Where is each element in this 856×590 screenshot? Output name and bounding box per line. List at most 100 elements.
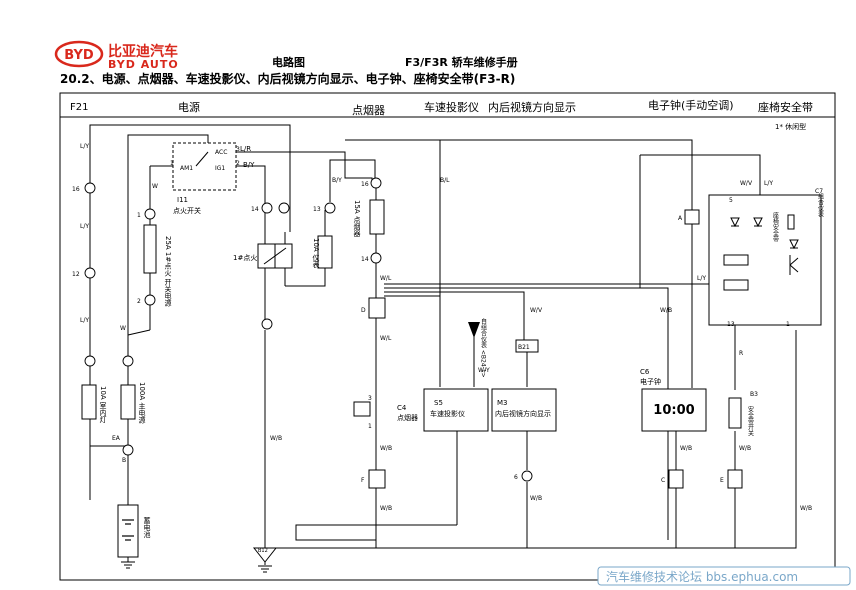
relay-name: 1#点火 [233,254,257,262]
wire-wb-6: W/B [680,445,692,452]
battery: 蓄电池 [117,475,151,569]
fuse-25a [143,224,157,274]
seatbelt-switch: B3 安全带开关 [728,391,758,437]
power-connectors: 16 12 1 2 14 13 EA 16 14 [72,177,382,456]
combo-id: C7 [815,188,823,195]
column-mirror: 内后视镜方向显示 [488,100,576,114]
fuse-10a-meter [317,235,333,269]
hud-name: 车速投影仪 [430,409,465,418]
wire-wv-2: W/V [740,180,753,187]
ign-pin2: 2 [236,160,240,167]
wire-by-2: B/Y [332,177,342,184]
watermark: 汽车维修技术论坛 bbs.ephua.com [606,569,798,584]
byd-logo: BYD [54,40,104,68]
wire-ly-1: L/Y [80,143,89,150]
wire-lr: L/R [240,145,251,153]
conn-lighter-top-label: 16 [361,181,369,188]
ign-am1-label: AM1 [180,165,193,172]
combination-meter: 组合仪表 C7 座椅安全带 [708,188,824,326]
wire-by: B/Y [243,161,255,169]
mirror-display: M3 内后视镜方向显示 [491,388,557,432]
fuse-15a-label: 15A 点烟器 [353,200,361,238]
ign-switch-name: 点火开关 [173,206,201,215]
wire-w-1: W [120,325,126,332]
brand-cn: 比亚迪汽车 [108,43,178,60]
wire-wy-1: W/Y [478,367,490,374]
logo-ring [54,40,104,68]
conn-d [368,297,386,319]
combo-pin1: 1 [786,321,790,328]
fuse-10a-dome-label: 10A 室内灯 [99,386,107,424]
ign-pin1: 1 [170,160,174,167]
ground-id: B12 [258,548,268,554]
mirror-id: M3 [497,399,508,407]
power-wires [89,124,376,565]
meter-ref-label: 自组合仪表 <B24-1> [480,317,487,377]
wire-bl-1: B/L [440,177,450,184]
conn-14-label: 14 [251,206,259,213]
conn-lighter-bot-label: 14 [361,256,369,263]
figure-id: F21 [70,102,88,113]
wire-wl-2: W/L [380,335,392,342]
conn-f-label: F [361,477,365,484]
wire-ly-2: L/Y [80,223,89,230]
switch-id: B3 [750,391,758,398]
conn-6 [521,470,533,482]
wire-wv-1: W/V [530,307,543,314]
fuse-10a-dome [81,384,97,420]
wire-ly-3: L/Y [80,317,89,324]
watermark-box [597,566,851,586]
conn-c-label: C [661,477,665,484]
wire-wb-5: W/B [660,307,672,314]
conn-a-label: A [678,215,683,222]
ign-ig1-label: IG1 [215,165,225,172]
clock-id: C6 [640,368,650,376]
wire-wb-1: W/B [380,445,392,452]
mirror-name: 内后视镜方向显示 [495,409,551,418]
conn-ea-label: EA [112,435,121,442]
combo-pin13: 13 [727,321,735,328]
clock-display: 10:00 [653,403,694,418]
wire-wb-8: W/B [800,505,812,512]
fuse-15a-lighter [369,199,385,235]
wire-wb-2: W/B [380,505,392,512]
conn-e-label: E [720,477,724,484]
diagram-frame [59,92,836,581]
fuse-10a-meter-label: 10A 仪表 [312,238,320,269]
ign-pin3: 3 [236,146,240,153]
switch-name: 安全带开关 [747,405,754,437]
ignition-relay: 1#点火 [233,243,293,269]
column-hud: 车速投影仪 [424,100,479,114]
wire-w-2: W [152,183,158,190]
conn-c [668,469,684,489]
wire-ly-seat: L/Y [764,180,773,187]
combo-id-name: 组合仪表 [817,192,824,218]
hud-id: S5 [434,399,443,407]
ign-switch-id: I11 [177,196,188,204]
logo-text: BYD [64,48,94,63]
conn-b21 [515,339,539,353]
conn-b21-label: B21 [518,344,530,351]
wire-wb-4: W/B [530,495,542,502]
conn-a [684,209,700,225]
column-lighter: 点烟器 [352,103,385,117]
conn-2-label: 2 [137,298,141,305]
battery-label: 蓄电池 [143,516,151,538]
column-power: 电源 [178,100,200,114]
conn-d-label: D [361,307,366,314]
column-seatbelt: 座椅安全带 [758,100,813,114]
lighter-pin3: 3 [368,395,372,402]
wire-wb-3: W/B [270,435,282,442]
electronic-clock: 10:00 C6 电子钟 [640,368,707,432]
conn-1-label: 1 [137,212,141,219]
conn-e [727,469,743,489]
ign-acc-label: ACC [215,149,227,156]
fuse-100a-label: 100A 主电源 [138,382,146,425]
doc-type: 电路图 [272,55,305,69]
middle-wires [265,139,797,549]
lighter-name: 点烟器 [397,413,418,422]
speed-hud: S5 车速投影仪 [423,388,489,432]
ground-symbol: B12 [252,547,278,573]
wire-wl-1: W/L [380,275,392,282]
